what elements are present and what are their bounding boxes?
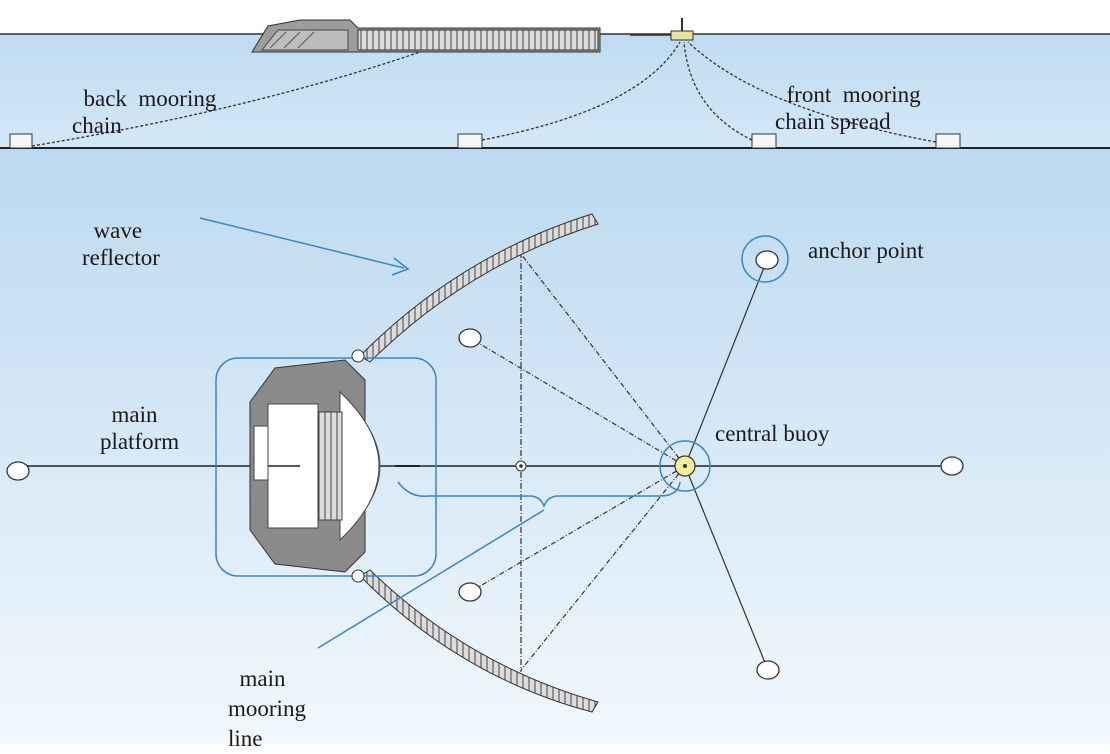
side-mooring-chains <box>31 41 937 147</box>
anchor-top-right <box>755 250 779 270</box>
anchor-upper-mid <box>458 328 482 348</box>
side-anchor-2 <box>751 133 777 149</box>
wave-reflector <box>359 213 599 713</box>
label-anchor-point: anchor point <box>808 238 924 263</box>
central-buoy-callout <box>659 440 711 492</box>
side-view-buoy <box>630 18 694 41</box>
side-anchor-1 <box>457 133 483 149</box>
side-view-platform <box>251 19 601 53</box>
main-platform-callout <box>215 357 437 577</box>
main-platform <box>249 359 420 573</box>
buoy-mooring-lines <box>469 253 769 671</box>
plan-anchors <box>6 250 964 680</box>
anchor-left <box>6 461 30 481</box>
anchor-lower-mid <box>458 582 482 602</box>
wave-reflector-arrowhead <box>391 257 410 276</box>
label-central-buoy: central buoy <box>715 421 830 446</box>
wave-reflector-leader <box>199 217 405 269</box>
side-anchor-back <box>9 133 33 149</box>
main-mooring-line-leader <box>317 509 545 649</box>
main-mooring-line-bracket <box>397 481 681 509</box>
anchor-point-callout <box>741 235 789 283</box>
side-anchor-3 <box>935 133 961 149</box>
anchor-bottom-right <box>756 660 780 680</box>
plan-view-background <box>0 148 1110 744</box>
anchor-right <box>940 456 964 476</box>
